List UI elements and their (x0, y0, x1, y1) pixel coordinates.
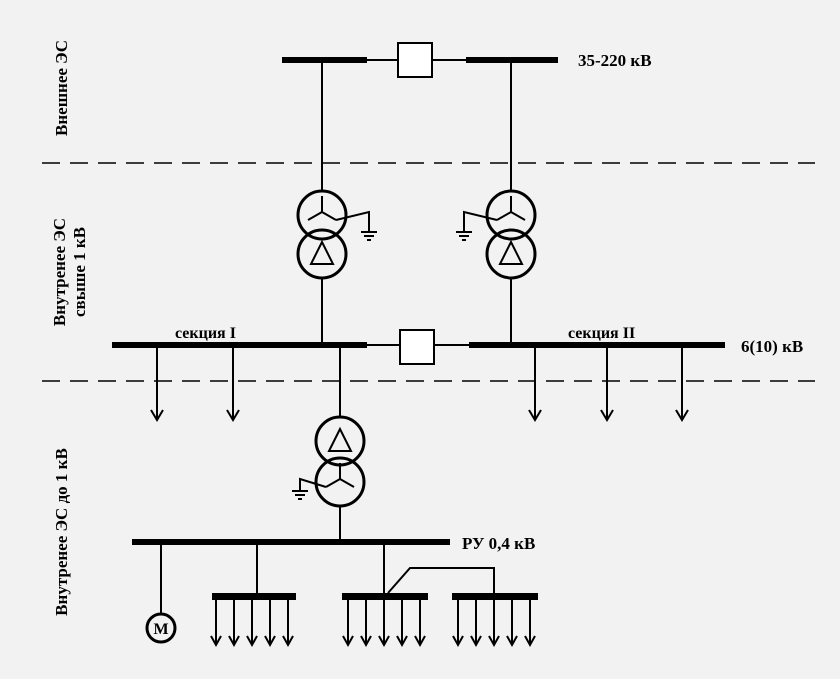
zone-label-internal-above-1kv-line2: свыше 1 кВ (70, 227, 89, 317)
busbar-board-3 (452, 593, 538, 600)
ground-icon (292, 490, 308, 500)
transformer-t3 (292, 415, 366, 508)
label-section-2: секция II (568, 325, 635, 342)
transformer-t1-delta-winding (296, 228, 348, 280)
load-feeder-arrow (226, 345, 240, 422)
delta-symbol (327, 426, 353, 452)
transformer-t2-delta-winding (485, 228, 537, 280)
transformer-t2 (456, 189, 537, 280)
motor-label: M (153, 621, 168, 638)
distribution-board-2 (342, 593, 428, 648)
load-feeder-arrow (675, 345, 689, 422)
busbar-board-1 (212, 593, 296, 600)
board-1-outlets (210, 600, 294, 648)
load-feeder-arrow (150, 345, 164, 422)
label-voltage-high: 35-220 кВ (578, 51, 652, 70)
section-tie-switch (399, 329, 435, 365)
star-symbol (325, 463, 355, 488)
star-symbol (496, 196, 526, 221)
zone-label-external: Внешнее ЭС (52, 40, 71, 136)
ground-icon (361, 231, 377, 241)
ground-icon (456, 231, 472, 241)
label-section-1: секция I (175, 325, 236, 342)
hv-bus-tie-switch (397, 42, 433, 78)
load-feeder-arrow (600, 345, 614, 422)
star-symbol (307, 196, 337, 221)
transformer-t2-star-winding (485, 189, 537, 241)
neutral-wire-t1 (335, 210, 370, 232)
zone-label-internal-below-1kv: Внутренее ЭС до 1 кВ (52, 448, 71, 616)
label-ru-04: РУ 0,4 кВ (462, 534, 535, 553)
transformer-t1 (296, 189, 377, 280)
board-2-outlets (342, 600, 426, 648)
zone-label-internal-above-1kv-line1: Внутренее ЭС (50, 218, 69, 326)
neutral-wire-t3 (299, 477, 327, 491)
delta-symbol (309, 239, 335, 265)
board-link-2-3 (387, 567, 495, 595)
busbar-board-2 (342, 593, 428, 600)
distribution-board-3 (452, 593, 538, 648)
delta-symbol (498, 239, 524, 265)
board-3-outlets (452, 600, 536, 648)
label-voltage-mid: 6(10) кВ (741, 337, 803, 356)
load-feeder-arrow (528, 345, 542, 422)
motor-icon (145, 612, 177, 644)
transformer-t1-star-winding (296, 189, 348, 241)
neutral-wire-t2 (463, 210, 498, 232)
distribution-board-1 (210, 593, 296, 648)
